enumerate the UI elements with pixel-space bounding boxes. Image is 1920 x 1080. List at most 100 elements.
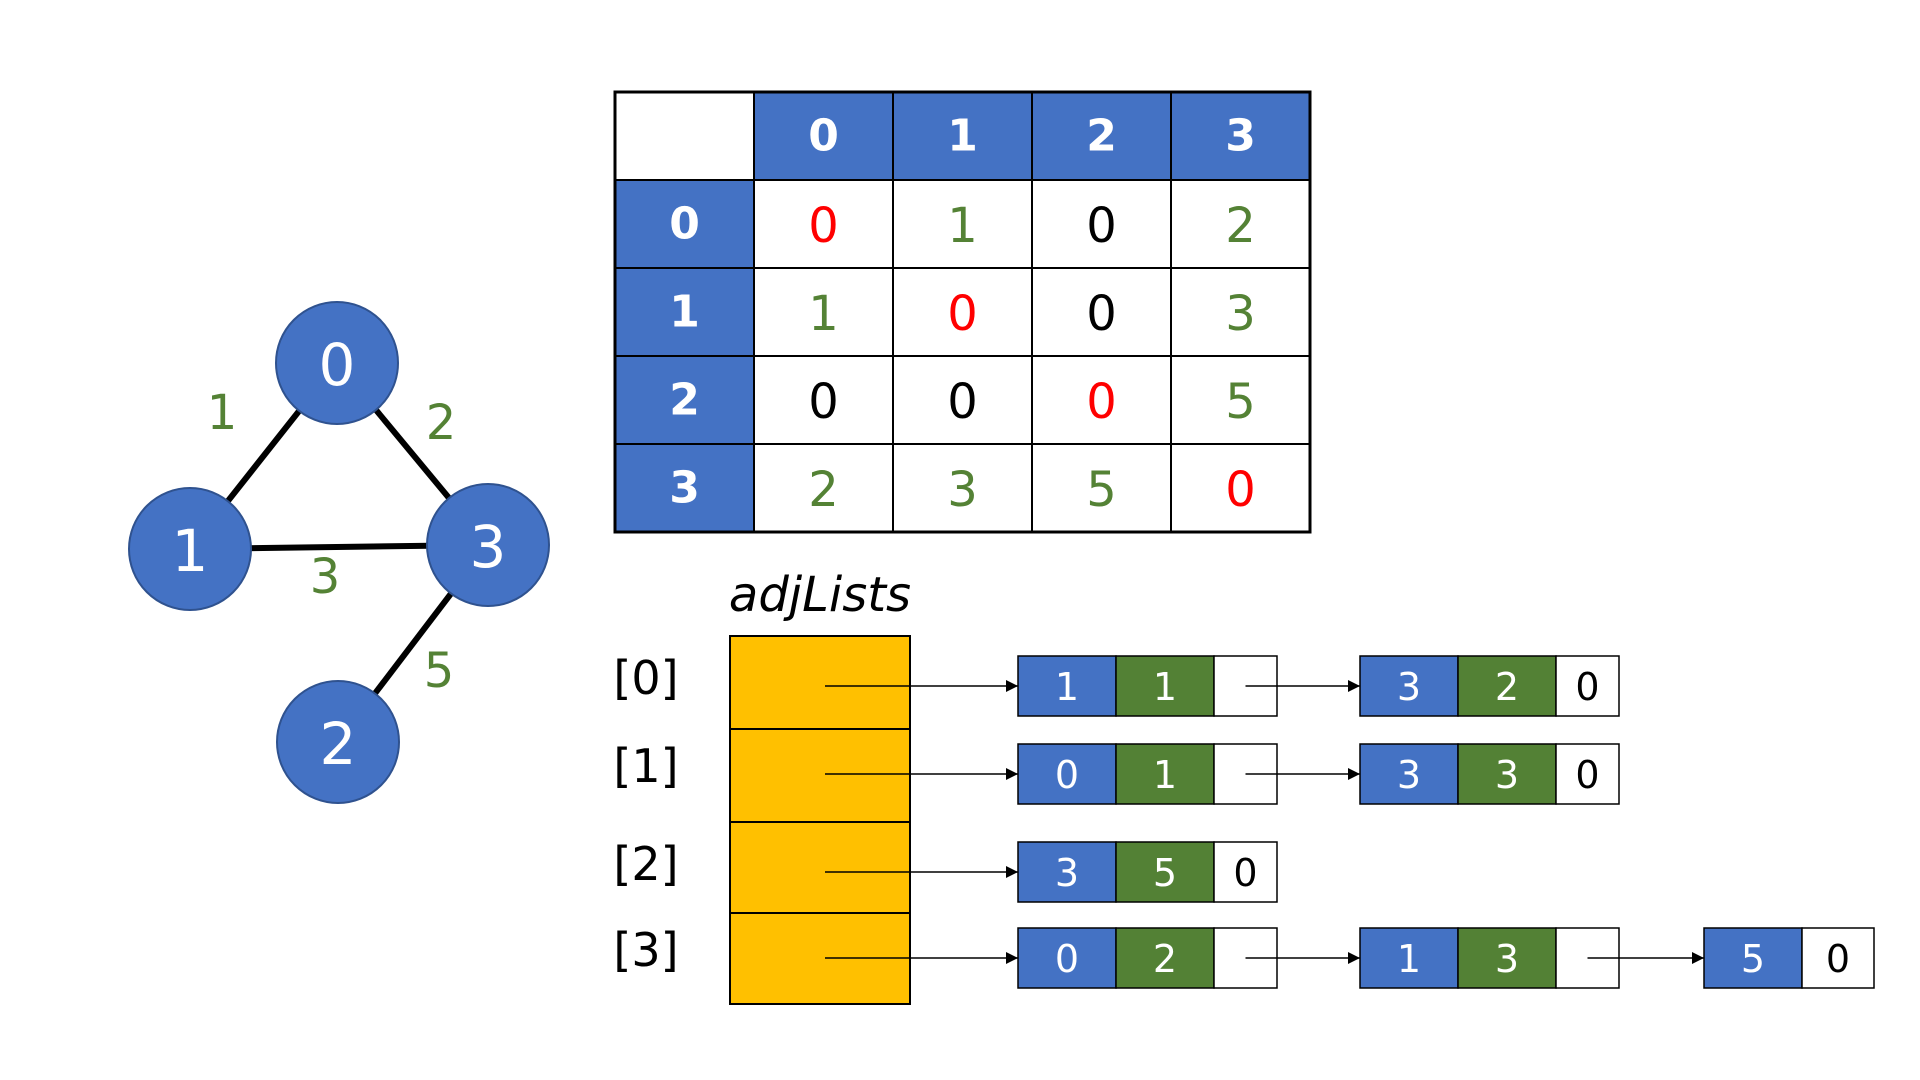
matrix-col-header-0: 0 [808, 111, 839, 162]
graph-node-2 [276, 680, 400, 804]
list-node-vertex-box [1359, 655, 1459, 717]
matrix-col-header-2: 2 [1086, 111, 1117, 162]
matrix-cell [1170, 355, 1311, 445]
list-node-vertex: 3 [1397, 665, 1421, 709]
edge-weight-1-3: 3 [310, 549, 341, 605]
matrix-value-2-3: 5 [1225, 374, 1256, 430]
adj-array-slot-1 [729, 728, 911, 823]
adj-index-label-0: [0] [613, 651, 678, 705]
list-node-next-box [1213, 841, 1278, 903]
matrix-row-header-cell [614, 443, 755, 533]
matrix-col-header-1: 1 [947, 111, 978, 162]
graph-node-0 [275, 301, 399, 425]
list-node-vertex: 0 [1055, 753, 1079, 797]
list-node-vertex: 0 [1055, 937, 1079, 981]
list-node-vertex: 1 [1397, 937, 1421, 981]
list-node-vertex-box [1703, 927, 1803, 989]
list-node-weight: 1 [1153, 753, 1177, 797]
matrix-value-1-3: 3 [1225, 286, 1256, 342]
matrix-cell [753, 179, 894, 269]
list-node-next-box [1555, 743, 1620, 805]
graph-node-label-0: 0 [319, 331, 356, 399]
matrix-value-3-2: 5 [1086, 462, 1117, 518]
list-node-vertex-box [1359, 743, 1459, 805]
list-node-vertex: 3 [1397, 753, 1421, 797]
matrix-cell [753, 267, 894, 357]
matrix-row-header-0: 0 [669, 199, 700, 250]
list-node-weight: 2 [1495, 665, 1519, 709]
list-node-next: 0 [1575, 665, 1599, 709]
adj-index-label-1: [1] [613, 739, 678, 793]
adj-index-label-3: [3] [613, 923, 678, 977]
list-node-vertex: 5 [1741, 937, 1765, 981]
list-node-weight-box [1115, 927, 1215, 989]
graph-node-3 [426, 483, 550, 607]
matrix-cell [892, 179, 1033, 269]
matrix-value-1-0: 1 [808, 286, 839, 342]
matrix-row-header-cell [614, 267, 755, 357]
matrix-value-2-0: 0 [808, 374, 839, 430]
weighted-graph: 1 2 3 5 0 1 2 3 [128, 301, 550, 804]
list-node-weight: 5 [1153, 851, 1177, 895]
matrix-value-2-2: 0 [1086, 374, 1117, 430]
graph-node-label-2: 2 [320, 710, 357, 778]
adj-array-slot-2 [729, 821, 911, 914]
list-node-weight-box [1457, 743, 1557, 805]
matrix-corner-cell [614, 91, 755, 181]
list-node-next: 0 [1575, 753, 1599, 797]
matrix-cell [1170, 267, 1311, 357]
list-node-vertex: 3 [1055, 851, 1079, 895]
list-node-vertex-box [1017, 927, 1117, 989]
list-node-weight: 1 [1153, 665, 1177, 709]
matrix-cell [753, 355, 894, 445]
matrix-value-1-1: 0 [947, 286, 978, 342]
list-node-vertex: 1 [1055, 665, 1079, 709]
matrix-cell [892, 443, 1033, 533]
matrix-row-header-2: 2 [669, 375, 700, 426]
matrix-value-0-0: 0 [808, 198, 839, 254]
matrix-value-3-0: 2 [808, 462, 839, 518]
list-node-vertex-box [1017, 841, 1117, 903]
list-node-weight: 3 [1495, 753, 1519, 797]
matrix-border [613, 90, 1312, 534]
matrix-cell [753, 443, 894, 533]
matrix-value-3-1: 3 [947, 462, 978, 518]
list-node-weight-box [1115, 841, 1215, 903]
graph-node-label-1: 1 [172, 517, 209, 585]
graph-node-1 [128, 487, 252, 611]
list-node-weight-box [1115, 743, 1215, 805]
list-node-weight: 0 [1826, 937, 1850, 981]
list-node-next: 0 [1233, 851, 1257, 895]
matrix-cell [1170, 179, 1311, 269]
list-node-weight-box [1801, 927, 1875, 989]
adj-array-slot-0 [729, 635, 911, 730]
matrix-row-header-3: 3 [669, 463, 700, 514]
matrix-row-header-cell [614, 355, 755, 445]
list-node-weight: 2 [1153, 937, 1177, 981]
adjacency-lists: adjLists [0] [1] [2] [3] 1 1 3 2 0 0 1 3 3 0 3 5 0 0 2 1 3 5 0 [613, 567, 1875, 1005]
adj-index-label-2: [2] [613, 837, 678, 891]
list-node-weight: 3 [1495, 937, 1519, 981]
matrix-cell [1031, 267, 1172, 357]
list-node-vertex-box [1017, 655, 1117, 717]
matrix-value-0-1: 1 [947, 198, 978, 254]
matrix-cell [1031, 443, 1172, 533]
list-node-weight-box [1457, 927, 1557, 989]
matrix-value-0-3: 2 [1225, 198, 1256, 254]
matrix-value-0-2: 0 [1086, 198, 1117, 254]
matrix-cell [892, 267, 1033, 357]
adj-lists-title: adjLists [729, 567, 911, 623]
matrix-col-header-3: 3 [1225, 111, 1256, 162]
matrix-row-header-1: 1 [669, 287, 700, 338]
graph-node-label-3: 3 [470, 513, 507, 581]
list-node-next-box [1555, 655, 1620, 717]
matrix-value-3-3: 0 [1225, 462, 1256, 518]
matrix-value-1-2: 0 [1086, 286, 1117, 342]
matrix-cell [1031, 355, 1172, 445]
edge-weight-0-3: 2 [426, 395, 457, 451]
edge-weight-0-1: 1 [207, 385, 238, 441]
edge-weight-3-2: 5 [424, 643, 455, 699]
adjacency-matrix: 0 1 2 3 0 0 1 0 2 1 1 0 0 3 2 0 0 0 5 3 2 3 5 0 [613, 90, 1312, 534]
matrix-value-2-1: 0 [947, 374, 978, 430]
